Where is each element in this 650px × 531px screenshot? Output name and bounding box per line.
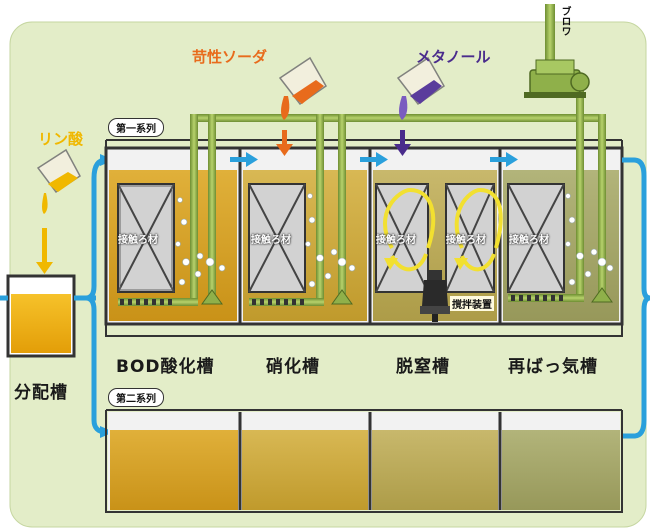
air-bubbles xyxy=(175,193,614,288)
outflow-bracket xyxy=(622,157,650,439)
caustic-dose-arrow xyxy=(282,130,287,146)
second-series-tag: 第二系列 xyxy=(108,388,164,407)
media-block-nitri xyxy=(248,183,306,293)
label-methanol: メタノール xyxy=(416,48,491,66)
media-label-denitri-2: 接触ろ材 xyxy=(446,235,486,246)
phosphoric-dose-arrow xyxy=(42,228,47,264)
label-distribution-tank: 分配槽 xyxy=(14,383,68,403)
phosphoric-beaker-icon xyxy=(36,148,81,214)
media-label-bod: 接触ろ材 xyxy=(118,235,158,246)
label-bod-tank: BOD酸化槽 xyxy=(116,357,215,377)
mixer-label: 撹拌装置 xyxy=(450,296,494,311)
second-series-tanks xyxy=(108,412,620,510)
caustic-beaker-icon xyxy=(278,56,327,120)
air-pipe-network xyxy=(118,4,613,306)
methanol-beaker-icon xyxy=(396,56,445,120)
media-label-nitri: 接触ろ材 xyxy=(251,235,291,246)
first-series-tag: 第一系列 xyxy=(108,118,164,137)
phosphoric-dose-arrowhead xyxy=(36,262,53,274)
blower-label: ブロワ xyxy=(559,6,570,36)
methanol-dose-arrow xyxy=(400,130,405,146)
label-denitrification-tank: 脱窒槽 xyxy=(396,357,450,377)
label-caustic: 苛性ソーダ xyxy=(192,48,268,66)
distribution-tank xyxy=(6,274,76,358)
caustic-dose-arrowhead xyxy=(276,144,293,156)
media-block-rea xyxy=(507,183,565,293)
blower-unit xyxy=(524,59,590,98)
media-label-rea: 接触ろ材 xyxy=(509,235,549,246)
label-phosphoric: リン酸 xyxy=(38,130,84,148)
mixer-device xyxy=(420,270,450,322)
media-block-denitri-1 xyxy=(375,183,429,293)
media-block-denitri-2 xyxy=(445,183,495,293)
methanol-dose-arrowhead xyxy=(394,144,411,156)
media-label-denitri-1: 接触ろ材 xyxy=(376,235,416,246)
media-block-bod xyxy=(117,183,175,293)
second-series-frame xyxy=(105,409,623,513)
inter-tank-arrows xyxy=(230,152,518,167)
split-bracket xyxy=(85,157,107,435)
label-reaeration-tank: 再ばっ気槽 xyxy=(508,357,598,377)
label-nitrification-tank: 硝化槽 xyxy=(266,357,320,377)
